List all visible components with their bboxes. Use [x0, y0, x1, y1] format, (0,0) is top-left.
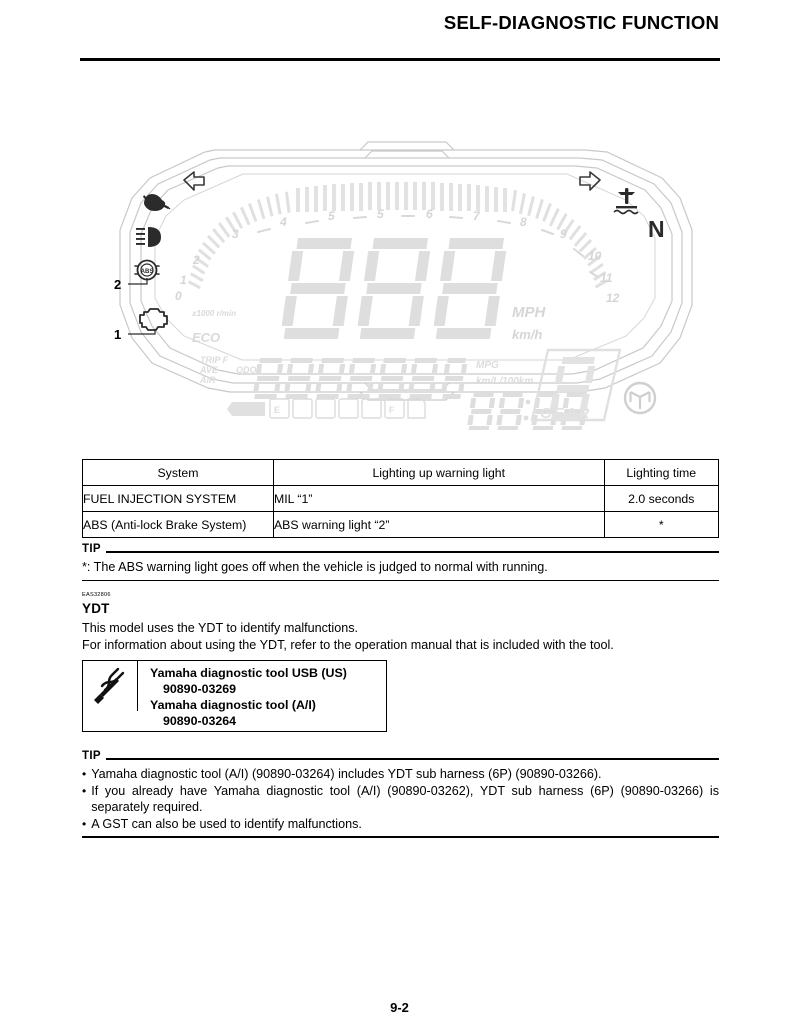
tachometer-scale: 0 1 2 3 4 5 5 6 7 8 9 10 11 12 x1000 r/m… — [175, 182, 620, 318]
tip-bullet-3: A GST can also be used to identify malfu… — [91, 816, 362, 831]
ydt-description-line-1: This model uses the YDT to identify malf… — [82, 621, 359, 635]
yamaha-logo-icon — [623, 381, 657, 415]
special-tool-text: Yamaha diagnostic tool USB (US) 90890-03… — [138, 661, 386, 731]
list-item: • If you already have Yamaha diagnostic … — [82, 783, 719, 816]
svg-text:1: 1 — [180, 273, 187, 287]
speed-digits — [281, 238, 507, 339]
left-turn-signal-icon — [183, 171, 205, 191]
svg-text:GEAR: GEAR — [540, 405, 591, 422]
cell-time-fuel-injection: 2.0 seconds — [603, 485, 720, 512]
tip-heading-rule — [105, 551, 719, 553]
svg-text:4: 4 — [279, 215, 287, 229]
cell-time-abs: * — [603, 511, 720, 538]
callout-number-2: 2 — [114, 277, 121, 292]
special-tool-box: Yamaha diagnostic tool USB (US) 90890-03… — [82, 660, 387, 732]
svg-text:TRIP F: TRIP F — [200, 355, 229, 365]
svg-text:9: 9 — [560, 227, 567, 241]
tip-block-tools: TIP • Yamaha diagnostic tool (A/I) (9089… — [82, 749, 719, 838]
cell-system-fuel-injection: FUEL INJECTION SYSTEM — [82, 485, 274, 512]
tip-bullet-1: Yamaha diagnostic tool (A/I) (90890-0326… — [91, 767, 602, 781]
svg-text:7: 7 — [473, 209, 481, 223]
tip-bottom-rule — [82, 579, 719, 581]
tip-block-abs: TIP *: The ABS warning light goes off wh… — [82, 542, 719, 581]
svg-text:5: 5 — [328, 209, 335, 223]
odometer-digits — [253, 358, 468, 399]
oil-pressure-warning-icon — [143, 194, 171, 211]
bullet-icon: • — [82, 767, 87, 781]
section-heading-ydt: YDT — [82, 601, 110, 616]
svg-text:3: 3 — [232, 227, 239, 241]
svg-text:ABS: ABS — [141, 269, 154, 275]
mph-label: MPH — [512, 304, 547, 321]
eco-label: ECO — [192, 330, 220, 345]
cell-system-abs: ABS (Anti-lock Brake System) — [82, 511, 274, 538]
table-row: ABS (Anti-lock Brake System) ABS warning… — [82, 511, 720, 538]
svg-text:10: 10 — [588, 249, 602, 263]
svg-text:F: F — [389, 405, 395, 415]
tool-name-ai: Yamaha diagnostic tool (A/I) — [150, 698, 316, 712]
mil-engine-warning-icon — [139, 308, 168, 331]
right-turn-signal-icon — [579, 171, 601, 191]
svg-text:MPG: MPG — [476, 360, 499, 371]
tip-label: TIP — [82, 542, 101, 555]
neutral-indicator-icon: N — [648, 216, 665, 242]
table-row: FUEL INJECTION SYSTEM MIL “1” 2.0 second… — [82, 485, 720, 512]
svg-text:AIR: AIR — [199, 375, 216, 385]
ydt-description-line-2: For information about using the YDT, ref… — [82, 637, 614, 652]
svg-text:11: 11 — [600, 271, 613, 285]
kmh-label: km/h — [512, 327, 542, 342]
callout-leaders — [128, 278, 156, 335]
svg-text:AVE: AVE — [199, 365, 219, 375]
column-header-system: System — [82, 459, 274, 486]
svg-text:6: 6 — [426, 207, 433, 221]
tip-label: TIP — [82, 749, 101, 762]
fuel-gauge: E F — [227, 398, 426, 419]
page-number: 9-2 — [390, 1000, 409, 1015]
cell-light-mil: MIL “1” — [272, 485, 605, 512]
high-beam-icon — [136, 227, 161, 247]
eas-reference-code: EAS32806 — [82, 592, 111, 598]
tool-part-number-usb: 90890-03269 — [163, 682, 237, 696]
svg-text:5: 5 — [377, 207, 384, 221]
svg-text:km/L/100km: km/L/100km — [476, 376, 533, 387]
coolant-temperature-warning-icon — [613, 188, 639, 215]
svg-text:0: 0 — [175, 289, 182, 303]
tool-part-number-ai: 90890-03264 — [163, 714, 237, 728]
page-title: SELF-DIAGNOSTIC FUNCTION — [443, 12, 719, 33]
instrument-cluster-figure: 0 1 2 3 4 5 5 6 7 8 9 10 11 12 x1000 r/m… — [80, 120, 720, 430]
table-header-row: System Lighting up warning light Lightin… — [82, 459, 720, 486]
svg-text:2: 2 — [192, 253, 200, 267]
special-tool-icon — [83, 661, 138, 711]
svg-text:12: 12 — [606, 291, 620, 305]
bullet-icon: • — [82, 783, 87, 798]
tip-bullet-2: If you already have Yamaha diagnostic to… — [91, 783, 719, 815]
ydt-description: This model uses the YDT to identify malf… — [82, 620, 719, 653]
tip-bottom-rule — [82, 836, 719, 838]
svg-text:x1000 r/min: x1000 r/min — [191, 309, 236, 318]
tool-name-usb: Yamaha diagnostic tool USB (US) — [150, 666, 347, 680]
list-item: • A GST can also be used to identify mal… — [82, 816, 719, 833]
column-header-lighting-up-warning-light: Lighting up warning light — [272, 459, 605, 486]
tip-text-abs: *: The ABS warning light goes off when t… — [82, 560, 548, 574]
warning-light-table: System Lighting up warning light Lightin… — [82, 459, 720, 538]
column-header-lighting-time: Lighting time — [603, 459, 720, 486]
callout-number-1: 1 — [114, 327, 121, 342]
cell-light-abs: ABS warning light “2” — [272, 511, 605, 538]
svg-text:E: E — [274, 405, 280, 415]
tip-text-tools: • Yamaha diagnostic tool (A/I) (90890-03… — [82, 763, 719, 832]
tip-heading-abs: TIP — [82, 542, 719, 556]
bullet-icon: • — [82, 816, 87, 831]
svg-text:8: 8 — [520, 215, 527, 229]
svg-text:ODO: ODO — [236, 365, 257, 375]
gear-indicator: GEAR — [530, 348, 622, 422]
tip-heading-rule — [105, 758, 719, 760]
tip-heading-tools: TIP — [82, 749, 719, 763]
list-item: • Yamaha diagnostic tool (A/I) (90890-03… — [82, 766, 719, 783]
header-divider — [80, 58, 720, 61]
